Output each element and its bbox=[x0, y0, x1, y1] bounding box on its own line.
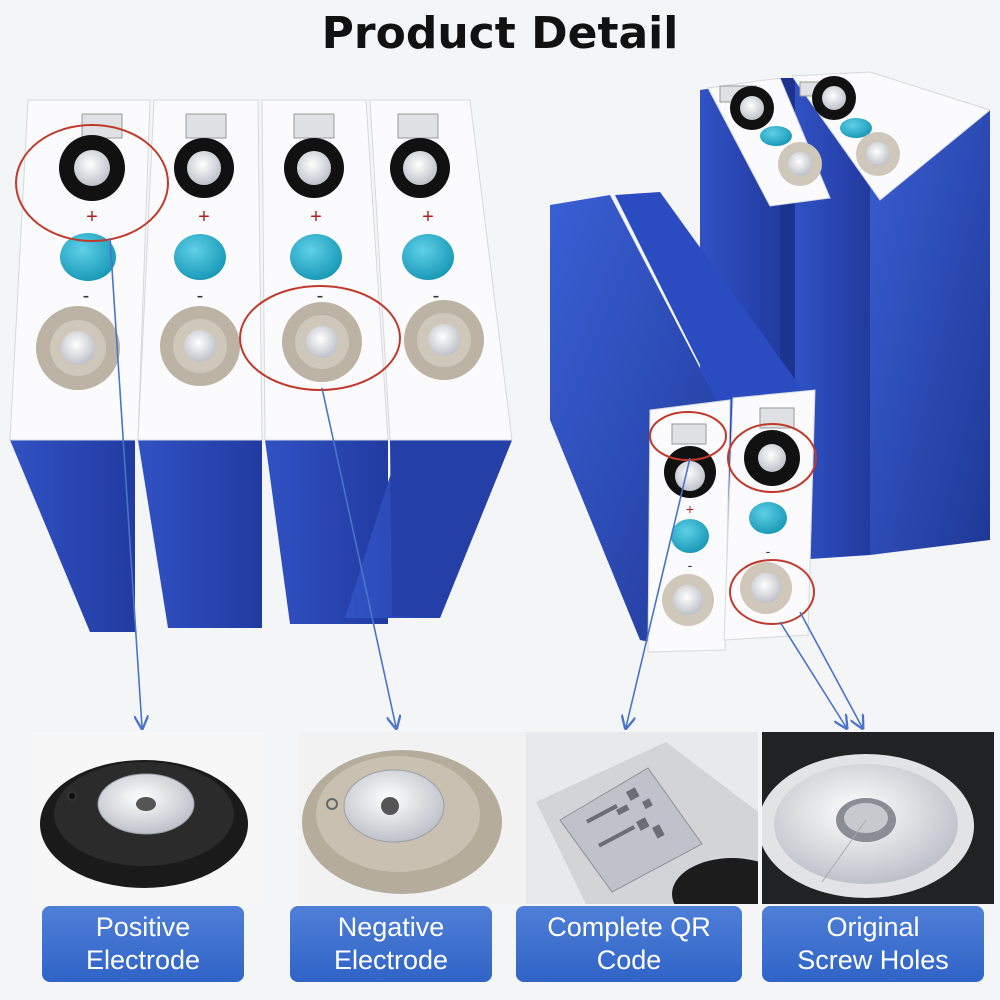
svg-text:-: - bbox=[317, 285, 324, 307]
label-screw-holes: Original Screw Holes bbox=[762, 906, 984, 982]
svg-text:-: - bbox=[688, 557, 693, 573]
arrow-positive bbox=[109, 237, 142, 727]
label-screw-line2: Screw Holes bbox=[797, 945, 949, 975]
left-cell-4-terminals: + - bbox=[390, 113, 484, 380]
callout-positive bbox=[15, 124, 169, 242]
svg-text:+: + bbox=[686, 501, 694, 517]
label-positive-electrode: Positive Electrode bbox=[42, 906, 244, 982]
pointer-arrows bbox=[109, 237, 862, 727]
negative-terminal-thumbnail bbox=[298, 732, 530, 904]
qr-code-icon bbox=[526, 732, 758, 904]
positive-terminal-thumbnail bbox=[32, 732, 264, 904]
right-front-cells: + - - bbox=[550, 192, 816, 653]
label-negative-electrode: Negative Electrode bbox=[290, 906, 492, 982]
page-title: Product Detail bbox=[321, 8, 679, 59]
callout-negative bbox=[239, 285, 401, 391]
negative-terminal-icon bbox=[298, 732, 530, 904]
svg-text:+: + bbox=[310, 206, 322, 228]
label-negative-line2: Electrode bbox=[333, 945, 449, 975]
label-qr-line2: Code bbox=[596, 945, 662, 975]
label-qr-line1: Complete QR bbox=[547, 912, 711, 942]
svg-text:+: + bbox=[198, 206, 210, 228]
svg-text:+: + bbox=[422, 206, 434, 228]
arrow-negative bbox=[321, 387, 396, 727]
screw-hole-thumbnail bbox=[762, 732, 994, 904]
label-qr-code: Complete QR Code bbox=[516, 906, 742, 982]
svg-text:-: - bbox=[433, 285, 440, 307]
svg-text:-: - bbox=[766, 543, 771, 559]
arrow-screw-hole-1 bbox=[779, 621, 846, 727]
callout-circles bbox=[15, 124, 817, 625]
svg-text:-: - bbox=[83, 285, 90, 307]
left-cell-3-terminals: + - bbox=[282, 113, 362, 382]
arrow-screw-hole-2 bbox=[799, 611, 862, 727]
svg-text:-: - bbox=[197, 285, 204, 307]
left-cell-1-terminals: + - bbox=[36, 113, 125, 390]
callout-screw-hole-top bbox=[727, 423, 817, 493]
screw-hole-icon bbox=[762, 732, 994, 904]
label-positive-line2: Electrode bbox=[85, 945, 201, 975]
label-negative-line1: Negative bbox=[337, 912, 445, 942]
battery-cells-photo: + - + - + - + - bbox=[9, 71, 992, 730]
svg-text:+: + bbox=[86, 206, 98, 228]
label-screw-line1: Original bbox=[826, 912, 920, 942]
label-positive-line1: Positive bbox=[95, 912, 191, 942]
arrow-qr-code bbox=[626, 457, 691, 727]
left-cell-2-terminals: + - bbox=[160, 113, 240, 386]
positive-terminal-icon bbox=[32, 732, 264, 904]
callout-screw-hole-bottom bbox=[729, 559, 815, 625]
callout-qr-code bbox=[649, 411, 727, 461]
qr-code-thumbnail bbox=[526, 732, 758, 904]
